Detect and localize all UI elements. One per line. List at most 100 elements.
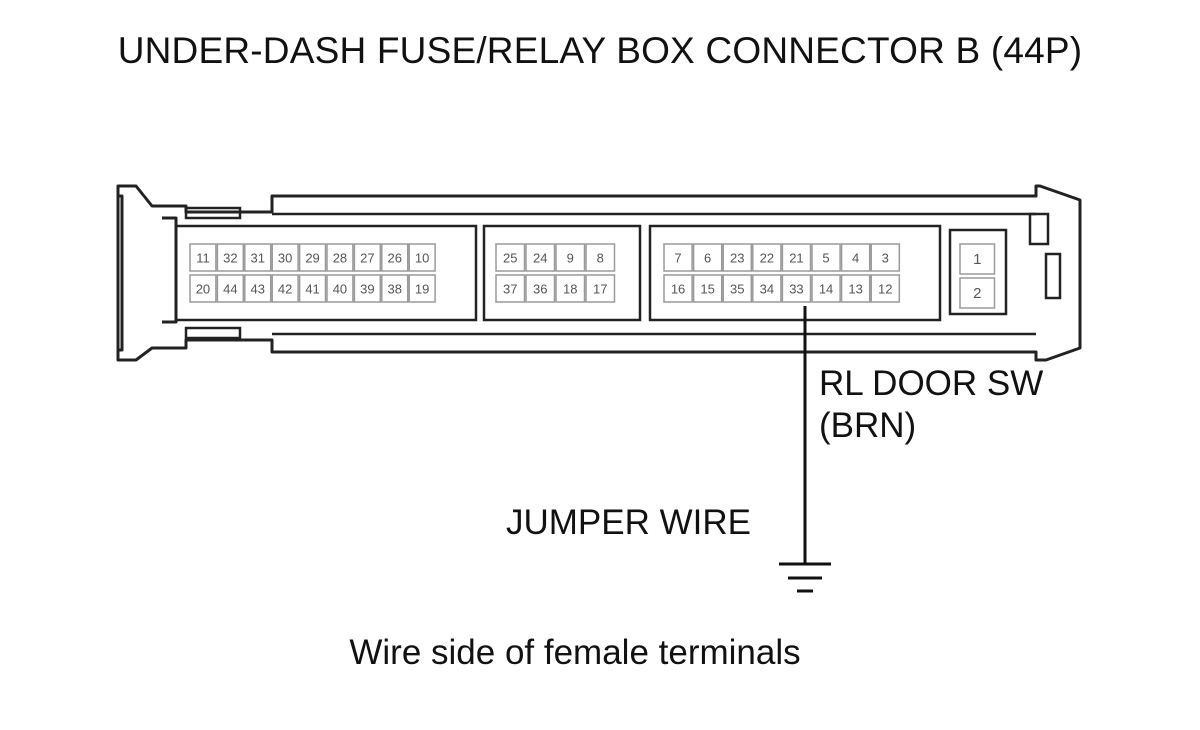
terminal-cell-23 <box>722 243 753 272</box>
terminal-number-1: 1 <box>973 251 981 268</box>
terminal-cell-34 <box>752 274 782 303</box>
cavity-frames <box>174 224 1008 322</box>
terminal-cell-43 <box>244 274 272 303</box>
terminal-number-11: 11 <box>196 251 210 266</box>
terminal-number-32: 32 <box>223 251 237 266</box>
terminal-number-15: 15 <box>700 282 714 297</box>
terminal-number-6: 6 <box>704 251 711 266</box>
terminal-number-41: 41 <box>305 282 319 297</box>
terminal-number-18: 18 <box>563 282 577 297</box>
terminal-cell-13 <box>840 274 871 303</box>
terminal-number-14: 14 <box>819 282 833 297</box>
terminal-cell-42 <box>271 274 299 303</box>
terminal-cell-33 <box>781 274 812 303</box>
terminal-number-44: 44 <box>223 282 237 297</box>
terminal-cell-5 <box>811 243 841 272</box>
terminal-cell-2 <box>959 277 996 309</box>
terminal-cell-27 <box>353 243 382 272</box>
terminal-cell-9 <box>555 243 586 272</box>
bottom-clip <box>184 326 242 340</box>
terminal-cell-11 <box>189 243 217 272</box>
group1-frame <box>174 224 478 322</box>
terminal-cell-8 <box>585 243 616 272</box>
terminal-number-2: 2 <box>973 285 981 302</box>
terminal-number-12: 12 <box>878 282 892 297</box>
terminal-number-35: 35 <box>730 282 744 297</box>
terminal-cell-3 <box>870 243 901 272</box>
terminal-number-16: 16 <box>671 282 685 297</box>
terminal-number-39: 39 <box>360 282 374 297</box>
terminal-number-31: 31 <box>251 251 265 266</box>
terminal-cell-35 <box>722 274 753 303</box>
jumper-wire-path <box>779 306 831 593</box>
terminal-number-21: 21 <box>789 251 803 266</box>
terminal-cell-16 <box>663 274 693 303</box>
terminal-cell-36 <box>525 274 556 303</box>
terminal-number-33: 33 <box>789 282 803 297</box>
jumper-wire-label: JUMPER WIRE <box>506 503 751 542</box>
terminal-cell-26 <box>381 243 409 272</box>
terminal-number-34: 34 <box>760 282 774 297</box>
terminal-cell-21 <box>781 243 812 272</box>
terminal-cell-40 <box>326 274 354 303</box>
terminal-number-5: 5 <box>822 251 829 266</box>
terminal-cell-25 <box>495 243 526 272</box>
terminal-number-23: 23 <box>730 251 744 266</box>
terminal-number-7: 7 <box>674 251 681 266</box>
right-latch <box>1028 212 1050 246</box>
terminal-number-37: 37 <box>503 282 517 297</box>
terminal-cell-20 <box>189 274 217 303</box>
terminal-number-36: 36 <box>533 282 547 297</box>
diagram-caption: Wire side of female terminals <box>349 633 801 672</box>
terminal-cell-38 <box>381 274 409 303</box>
terminal-number-27: 27 <box>360 251 374 266</box>
terminal-number-30: 30 <box>278 251 292 266</box>
terminal-number-28: 28 <box>333 251 347 266</box>
group3-frame <box>648 224 942 322</box>
right-latch-lower <box>1044 252 1062 300</box>
housing-rails <box>184 206 1062 340</box>
housing-left-notch <box>118 194 124 352</box>
top-clip <box>184 206 242 220</box>
terminal-cell-18 <box>555 274 586 303</box>
terminal-number-24: 24 <box>533 251 547 266</box>
terminal-number-20: 20 <box>196 282 210 297</box>
terminal-cell-28 <box>326 243 354 272</box>
terminal-cell-1 <box>959 243 996 275</box>
terminal-cell-37 <box>495 274 526 303</box>
terminal-cell-4 <box>840 243 871 272</box>
terminal-cell-15 <box>692 274 723 303</box>
terminal-cell-24 <box>525 243 556 272</box>
terminal-cell-10 <box>408 243 436 272</box>
terminal-cell-7 <box>663 243 693 272</box>
terminal-cell-14 <box>811 274 841 303</box>
terminal-number-25: 25 <box>503 251 517 266</box>
wire-label-name: RL DOOR SW <box>819 364 1044 403</box>
terminal-number-10: 10 <box>415 251 429 266</box>
terminal-cell-41 <box>298 274 327 303</box>
terminal-number-26: 26 <box>388 251 402 266</box>
terminal-cell-39 <box>353 274 382 303</box>
terminal-cell-12 <box>870 274 901 303</box>
terminal-number-38: 38 <box>388 282 402 297</box>
terminal-number-9: 9 <box>567 251 574 266</box>
wire-label-color: (BRN) <box>819 406 917 445</box>
terminal-number-43: 43 <box>251 282 265 297</box>
terminal-cell-32 <box>216 243 245 272</box>
terminal-number-8: 8 <box>597 251 604 266</box>
terminal-cell-30 <box>271 243 299 272</box>
terminal-number-40: 40 <box>333 282 347 297</box>
terminal-number-13: 13 <box>848 282 862 297</box>
terminal-cell-29 <box>298 243 327 272</box>
terminal-number-3: 3 <box>882 251 889 266</box>
terminal-cell-19 <box>408 274 436 303</box>
terminal-number-29: 29 <box>305 251 319 266</box>
terminal-cell-22 <box>752 243 782 272</box>
terminal-cell-44 <box>216 274 245 303</box>
group2-frame <box>482 224 642 322</box>
terminal-number-4: 4 <box>852 251 859 266</box>
terminal-number-42: 42 <box>278 282 292 297</box>
